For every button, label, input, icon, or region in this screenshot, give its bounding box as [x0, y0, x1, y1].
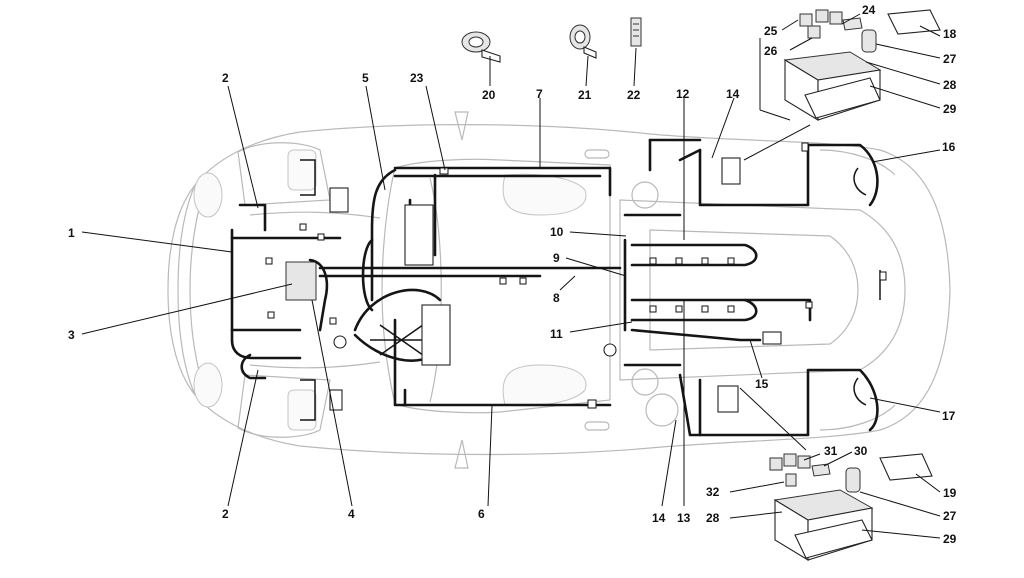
- loose-parts: [461, 17, 642, 63]
- callout-32: 32: [706, 485, 720, 499]
- dash-relay-panel: [421, 304, 451, 366]
- callout-31: 31: [824, 444, 838, 458]
- callout-21: 21: [578, 88, 592, 102]
- callout-27: 27: [943, 509, 957, 523]
- callout-23: 23: [410, 71, 424, 85]
- callout-29: 29: [943, 102, 957, 116]
- callout-4: 4: [348, 507, 355, 521]
- clip-20: [461, 31, 501, 63]
- callout-8: 8: [553, 291, 560, 305]
- callout-10: 10: [550, 225, 564, 239]
- dash-fuse-panel: [404, 204, 434, 266]
- rear-relay-box-top: [721, 157, 741, 185]
- callout-22: 22: [627, 88, 641, 102]
- callout-28: 28: [706, 511, 720, 525]
- callout-11: 11: [550, 327, 563, 341]
- callout-14: 14: [652, 511, 666, 525]
- callout-18: 18: [943, 27, 957, 41]
- callout-14: 14: [726, 87, 740, 101]
- callout-25: 25: [764, 24, 778, 38]
- callout-9: 9: [553, 251, 560, 265]
- leader-lines: [81, 13, 941, 539]
- control-unit-front-right: [329, 389, 343, 411]
- battery: [285, 261, 317, 301]
- car-body-outline: [167, 111, 951, 469]
- callout-12: 12: [676, 87, 690, 101]
- fuse-box-upper: [759, 9, 941, 121]
- callout-6: 6: [478, 507, 485, 521]
- callout-24: 24: [862, 3, 876, 17]
- callout-27: 27: [943, 52, 957, 66]
- callout-2: 2: [222, 507, 229, 521]
- fuse-box-lower: [769, 453, 933, 561]
- callout-labels: 1 2 2 3 4 5 6 7 8 9 10 11 12 13 14 14 15…: [68, 3, 957, 546]
- callout-26: 26: [764, 44, 778, 58]
- callout-15: 15: [755, 377, 769, 391]
- control-unit-front-left: [329, 187, 349, 213]
- clip-21: [569, 24, 597, 59]
- engine-control-module: [762, 331, 782, 345]
- callout-7: 7: [536, 87, 543, 101]
- callout-30: 30: [854, 444, 868, 458]
- connector-22: [630, 17, 642, 47]
- callout-2: 2: [222, 71, 229, 85]
- wiring-harness: [230, 138, 887, 437]
- callout-5: 5: [362, 71, 369, 85]
- rear-relay-box-bottom: [717, 385, 739, 413]
- callout-29: 29: [943, 532, 957, 546]
- callout-19: 19: [943, 486, 957, 500]
- callout-20: 20: [482, 88, 496, 102]
- callout-17: 17: [942, 409, 956, 423]
- callout-16: 16: [942, 140, 956, 154]
- callout-28: 28: [943, 78, 957, 92]
- callout-1: 1: [68, 226, 75, 240]
- grommet: [603, 343, 617, 357]
- callout-13: 13: [677, 511, 691, 525]
- callout-3: 3: [68, 328, 75, 342]
